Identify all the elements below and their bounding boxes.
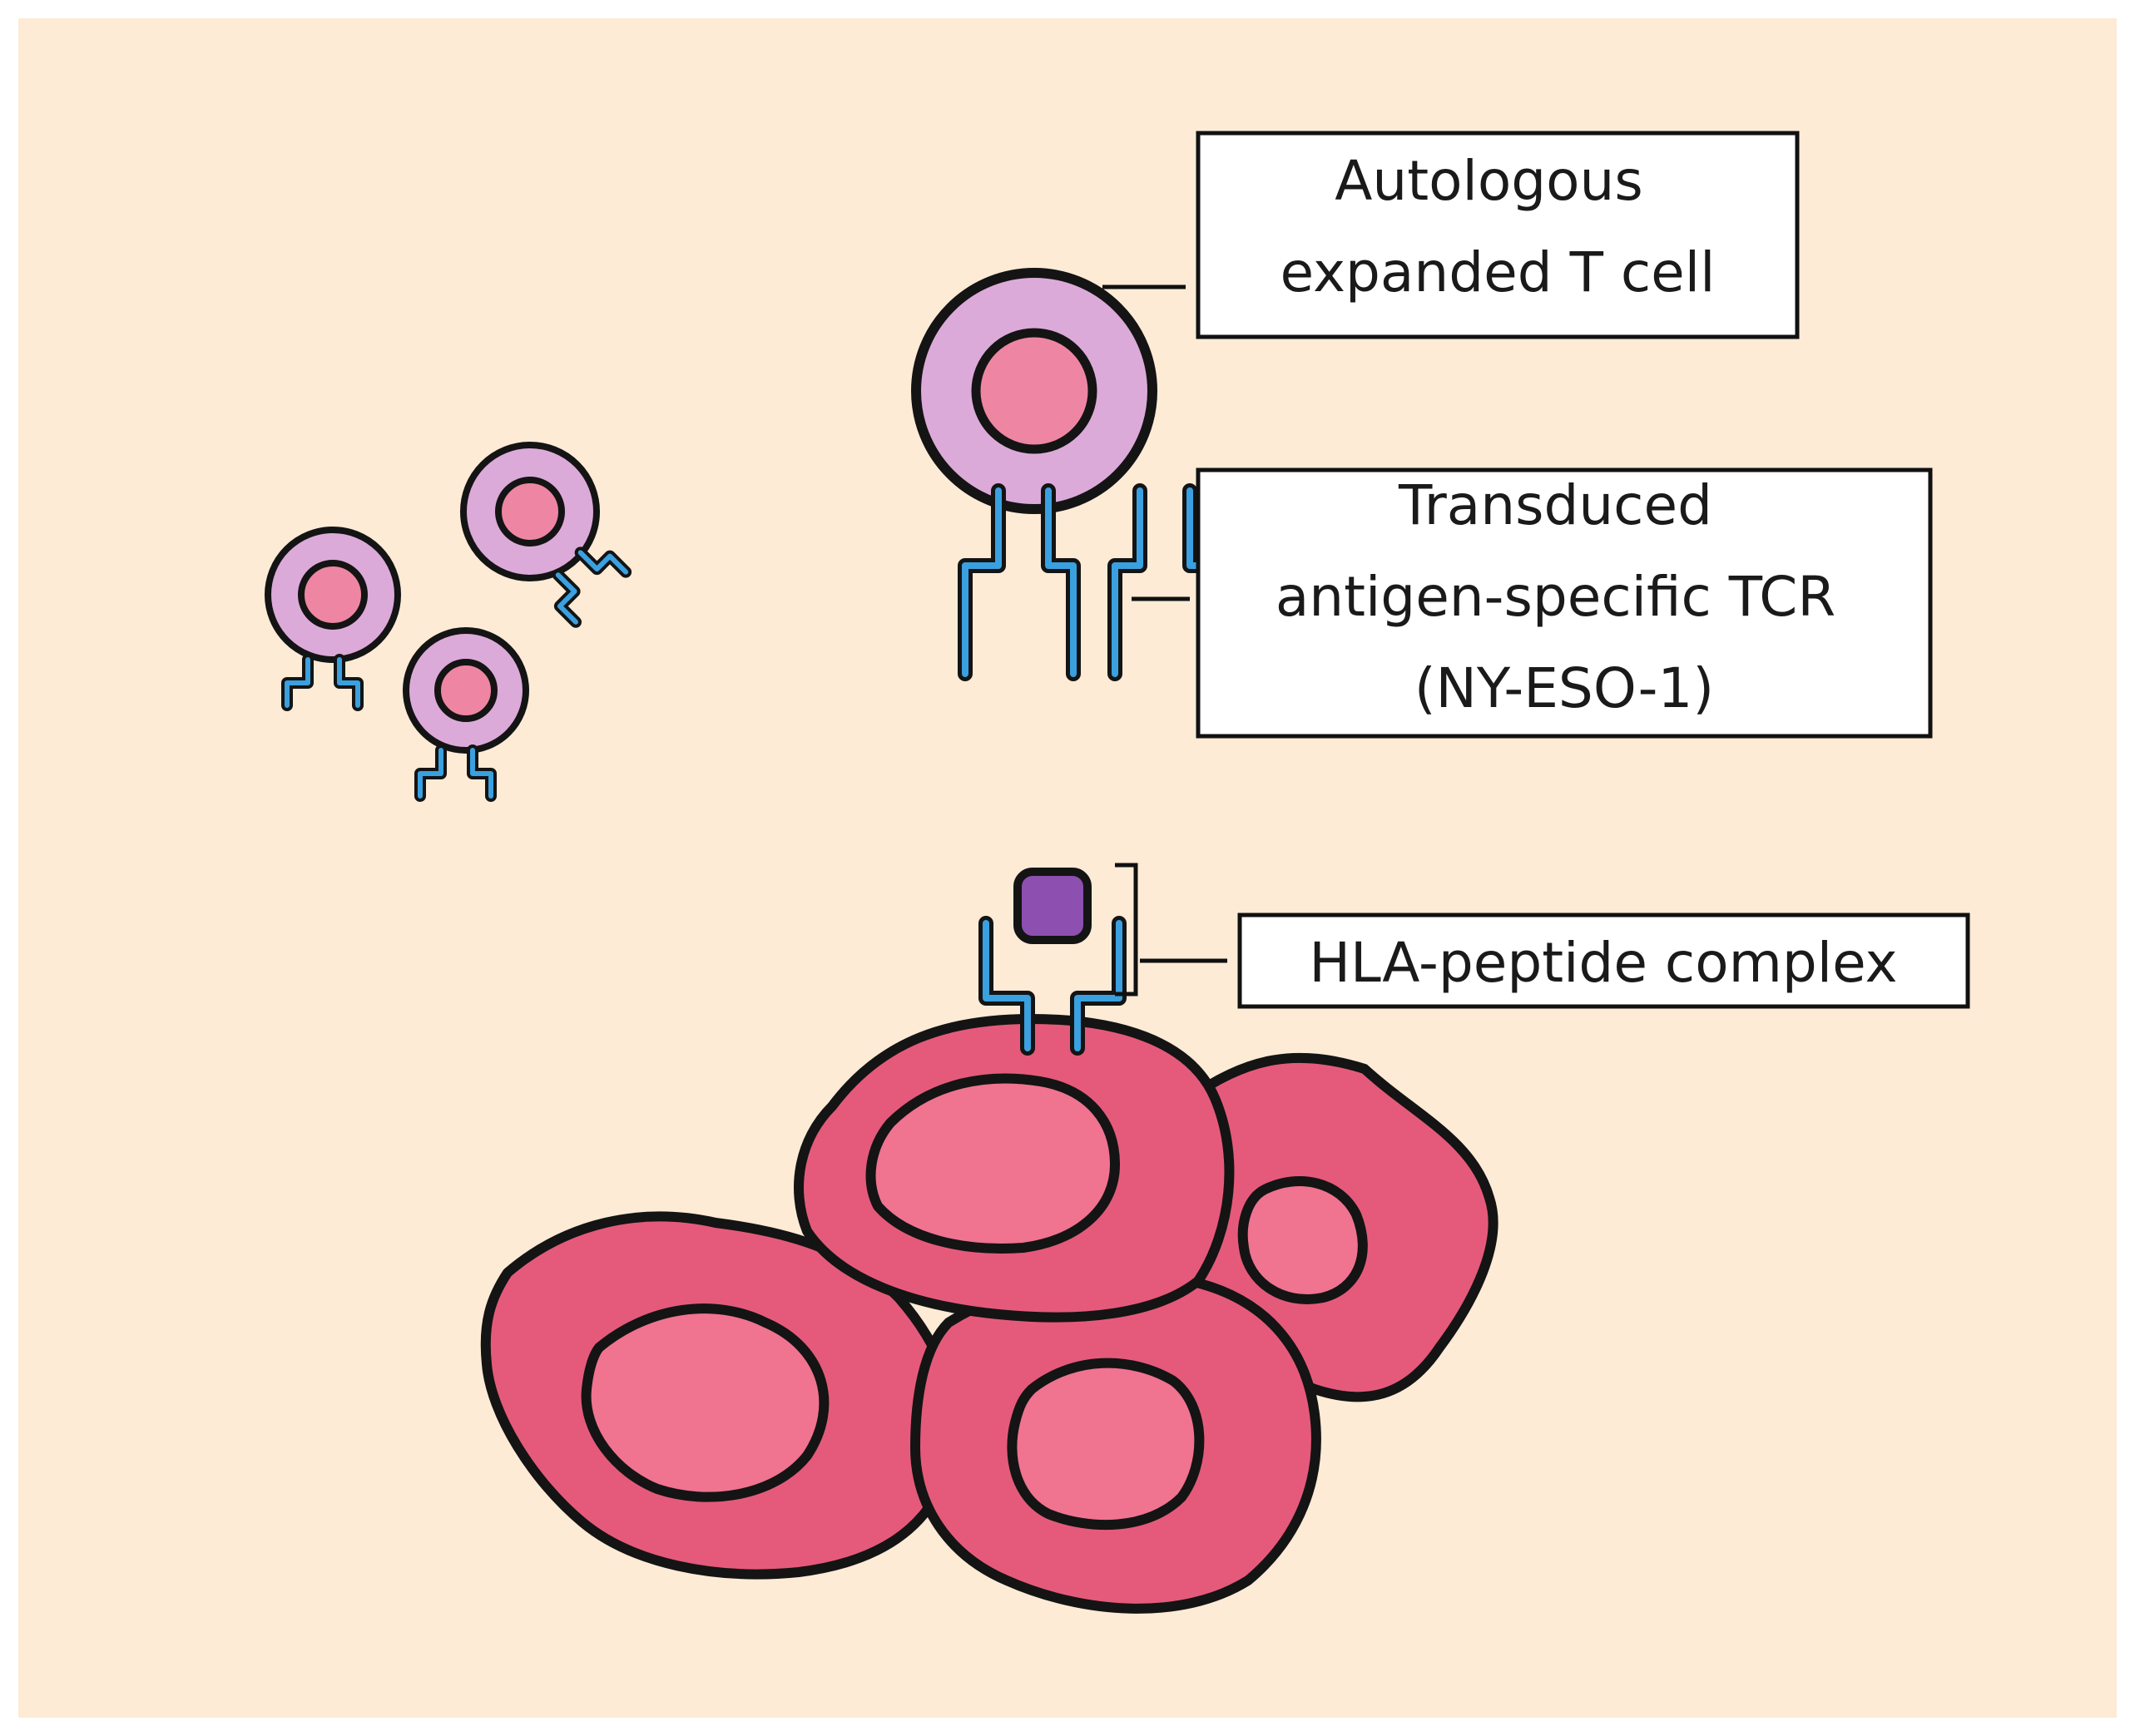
t-cell-icon: [265, 527, 401, 705]
label-t-cell: Autologous expanded T cell: [1102, 131, 1800, 339]
svg-text:Autologous expanded T ce: Autologous expanded T cell: [1281, 149, 1716, 304]
label-tcr: Transduced antigen-specific TCR (NY-ESO-…: [1132, 467, 1933, 739]
tumor-nucleus: [1007, 1358, 1205, 1531]
label-tcr-line-1: Transduced: [1398, 473, 1712, 537]
large-t-cell: [911, 268, 1157, 514]
t-cell-nucleus: [971, 328, 1097, 454]
tumor-nucleus: [1237, 1176, 1368, 1304]
label-tcr-line-3: (NY-ESO-1): [1414, 656, 1714, 720]
tumor-cell-cluster: [480, 1014, 1498, 1614]
t-cell-icon: [460, 442, 626, 622]
label-tcr-line-2: antigen-specific TCR: [1276, 565, 1835, 629]
hla-peptide-complex-icon: [978, 868, 1127, 1056]
tumor-nucleus: [865, 1073, 1120, 1254]
small-t-cell-cluster: [265, 442, 626, 796]
peptide-icon: [1013, 868, 1092, 944]
label-hla: HLA-peptide complex: [1115, 863, 1970, 1009]
svg-text:Transduced antigen-speci: Transduced antigen-specific TCR (NY-ESO-…: [1276, 473, 1853, 720]
tumor-nucleus: [581, 1303, 830, 1502]
label-t-cell-line-1: Autologous: [1335, 149, 1642, 213]
label-hla-text: HLA-peptide complex: [1309, 931, 1897, 995]
label-t-cell-line-2: expanded T cell: [1281, 240, 1716, 304]
t-cell-icon: [403, 627, 529, 796]
